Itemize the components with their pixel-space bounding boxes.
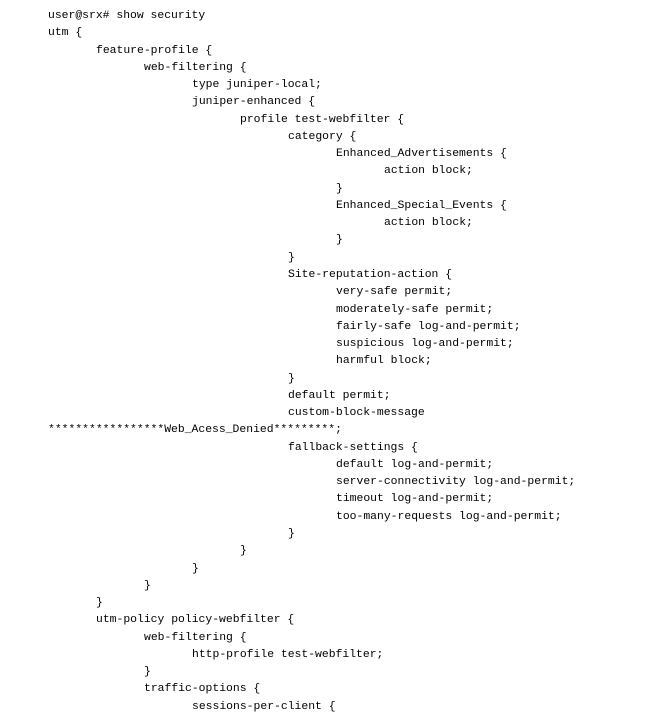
terminal-line: moderately-safe permit; [336,303,494,316]
terminal-line: type juniper-local; [192,79,322,92]
terminal-line: traffic-options { [144,683,261,696]
terminal-line: fallback-settings { [288,441,418,454]
terminal-line: custom-block-message [288,407,425,420]
terminal-line: suspicious log-and-permit; [336,338,514,351]
terminal-line: too-many-requests log-and-permit; [336,510,562,523]
terminal-line: timeout log-and-permit; [336,493,494,506]
terminal-line: category { [288,130,357,143]
terminal-line: fairly-safe log-and-permit; [336,320,521,333]
terminal-line: juniper-enhanced { [192,96,316,109]
terminal-line: } [336,182,343,195]
terminal-line: Enhanced_Special_Events { [336,199,507,212]
terminal-line: } [288,527,295,540]
terminal-line: http-profile test-webfilter; [192,648,384,661]
terminal-line: feature-profile { [96,44,213,57]
terminal-line: } [96,597,103,610]
terminal-line: } [288,372,295,385]
terminal-line: Enhanced_Advertisements { [336,148,507,161]
terminal-line: harmful block; [336,355,432,368]
terminal-output: user@srx# show security utm { feature-prof… [48,8,644,716]
terminal-line: } [288,251,295,264]
terminal-line: } [192,562,199,575]
terminal-line: Site-reputation-action { [288,268,453,281]
terminal-line: default permit; [288,389,391,402]
terminal-line: web-filtering { [144,631,247,644]
terminal-line: default log-and-permit; [336,458,494,471]
terminal-line: user@srx# show security [48,10,206,22]
terminal-line: } [240,545,247,558]
terminal-line: action block; [384,165,473,178]
terminal-line: server-connectivity log-and-permit; [336,476,576,489]
terminal-line: very-safe permit; [336,286,453,299]
terminal-line: utm-policy policy-webfilter { [96,614,295,627]
terminal-line: sessions-per-client { [192,700,336,713]
terminal-line: action block; [384,217,473,230]
terminal-line: profile test-webfilter { [240,113,405,126]
terminal-line: utm { [48,27,83,40]
terminal-line: } [144,666,151,679]
terminal-line: } [336,234,343,247]
terminal-line: } [144,579,151,592]
terminal-line: *****************Web_Acess_Denied*******… [48,424,342,437]
terminal-line: web-filtering { [144,61,247,74]
